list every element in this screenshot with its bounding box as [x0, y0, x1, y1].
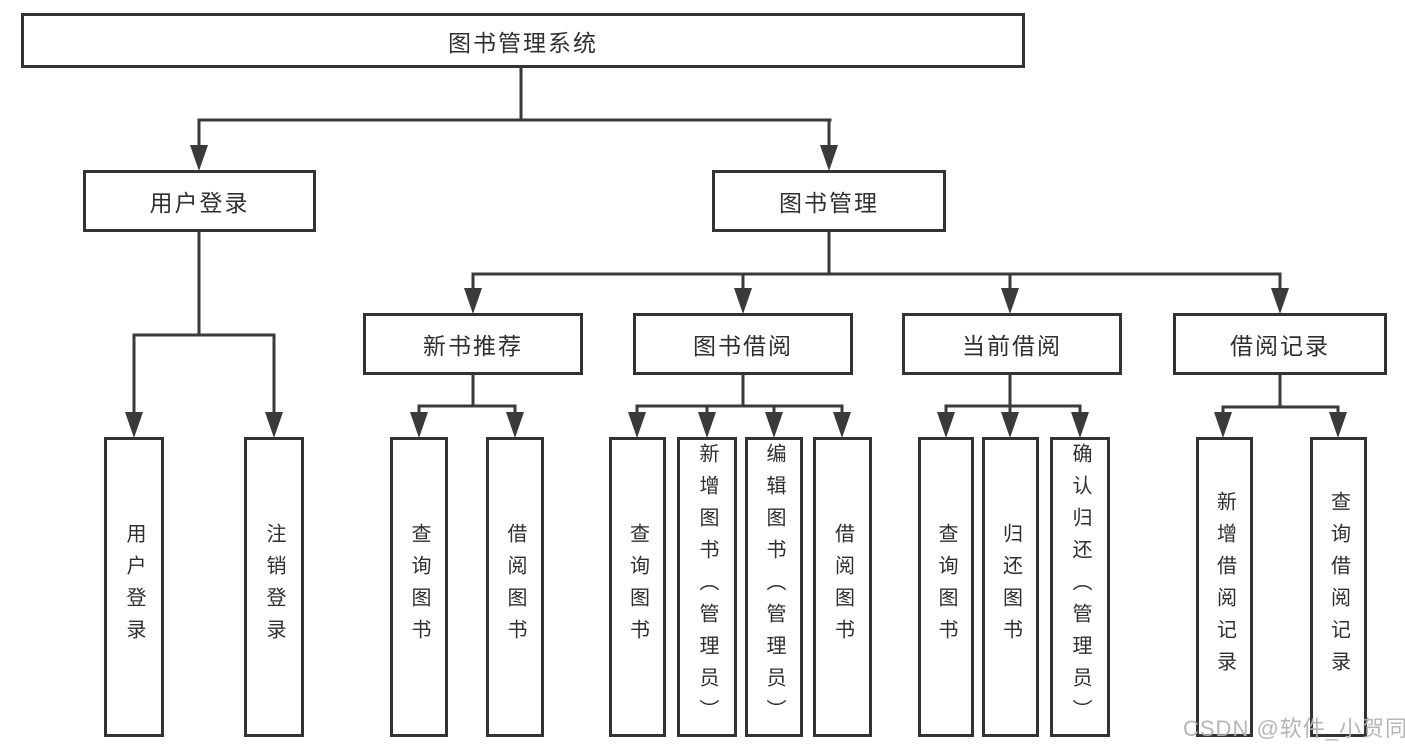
- leaf-label: 查询图书: [935, 523, 957, 651]
- leaf-current-return-books: 归还图书: [982, 437, 1039, 737]
- leaf-record-query-borrow-record: 查询借阅记录: [1310, 437, 1367, 737]
- leaf-user-login: 用户登录: [104, 437, 164, 737]
- leaf-label: 借阅图书: [831, 523, 854, 651]
- leaf-borrow-query-books: 查询图书: [609, 437, 666, 737]
- leaf-record-add-borrow-record: 新增借阅记录: [1196, 437, 1253, 737]
- leaf-borrow-edit-books-admin: 编辑图书（管理员）: [745, 437, 803, 737]
- node-user-login: 用户登录: [83, 170, 316, 232]
- leaf-newbook-query-books: 查询图书: [390, 437, 448, 737]
- csdn-watermark: CSDN @软件_小贺同学: [1183, 716, 1405, 741]
- node-book-management: 图书管理: [712, 170, 946, 232]
- node-label: 用户登录: [149, 190, 250, 216]
- leaf-label: 用户登录: [123, 523, 145, 651]
- node-label: 当前借阅: [962, 333, 1062, 359]
- leaf-label: 查询图书: [408, 523, 430, 651]
- node-book-borrow: 图书借阅: [633, 313, 853, 375]
- leaf-current-query-books: 查询图书: [918, 437, 974, 737]
- leaf-logout: 注销登录: [244, 437, 304, 737]
- node-root-system: 图书管理系统: [21, 13, 1025, 68]
- node-current-borrow: 当前借阅: [902, 313, 1122, 375]
- leaf-current-confirm-return-admin: 确认归还（管理员）: [1050, 437, 1110, 737]
- node-new-book-recommend: 新书推荐: [363, 313, 583, 375]
- leaf-label: 归还图书: [999, 523, 1022, 651]
- leaf-label: 注销登录: [263, 523, 285, 651]
- node-label: 借阅记录: [1230, 333, 1330, 359]
- node-label: 图书借阅: [693, 333, 793, 359]
- leaf-label: 新增图书（管理员）: [696, 443, 718, 731]
- leaf-label: 新增借阅记录: [1213, 491, 1236, 683]
- node-borrow-records: 借阅记录: [1173, 313, 1387, 375]
- leaf-newbook-borrow-books: 借阅图书: [486, 437, 544, 737]
- node-label: 新书推荐: [423, 333, 523, 359]
- leaf-label: 确认归还（管理员）: [1069, 443, 1091, 731]
- leaf-borrow-add-books-admin: 新增图书（管理员）: [677, 437, 737, 737]
- leaf-label: 借阅图书: [504, 523, 526, 651]
- leaf-label: 编辑图书（管理员）: [763, 443, 785, 731]
- leaf-label: 查询图书: [626, 523, 649, 651]
- node-label: 图书管理系统: [448, 29, 598, 56]
- leaf-label: 查询借阅记录: [1327, 491, 1350, 683]
- node-label: 图书管理: [779, 190, 879, 216]
- leaf-borrow-borrow-books: 借阅图书: [813, 437, 872, 737]
